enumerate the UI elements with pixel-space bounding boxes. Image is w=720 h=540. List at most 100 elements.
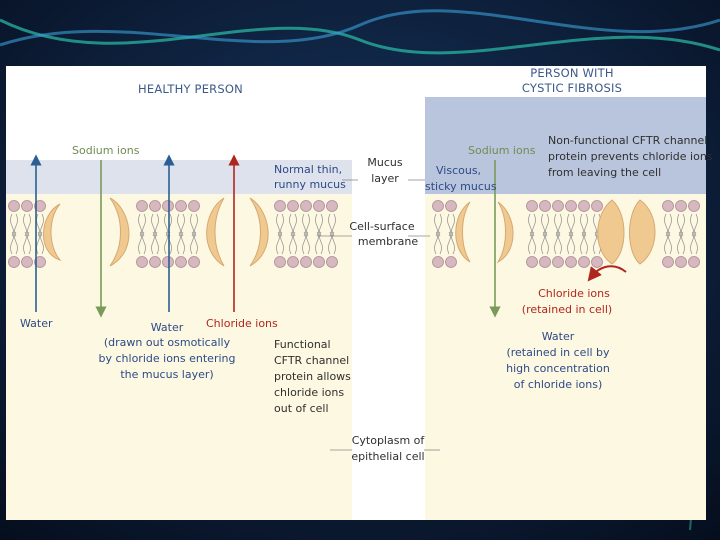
phospholipid-head [675, 256, 687, 268]
phospholipid-head [149, 256, 161, 268]
phospholipid-head [313, 200, 325, 212]
label-viscous-mucus: sticky mucus [425, 180, 497, 193]
phospholipid-head [432, 256, 444, 268]
label-sodium-ions-cf: Sodium ions [468, 144, 536, 157]
phospholipid-tail [190, 231, 198, 255]
phospholipid-tail [580, 231, 588, 255]
phospholipid-head [688, 256, 700, 268]
phospholipid-tail [302, 231, 310, 255]
phospholipid-head [287, 256, 299, 268]
dna-strand-decoration [0, 18, 720, 55]
label-water-note: (drawn out osmotically [104, 336, 231, 349]
phospholipid-head [188, 256, 200, 268]
phospholipid-tail [138, 231, 146, 255]
heading-cf-line2: CYSTIC FIBROSIS [522, 81, 622, 95]
cell-membrane-cf [432, 200, 700, 268]
phospholipid-tail [541, 231, 549, 255]
phospholipid-head [34, 200, 46, 212]
phospholipid-tail [10, 231, 18, 255]
phospholipid-head [300, 256, 312, 268]
label-mucus-layer: layer [371, 172, 399, 185]
label-water-retained: (retained in cell by [506, 346, 610, 359]
label-sodium-ions: Sodium ions [72, 144, 140, 157]
phospholipid-head [675, 200, 687, 212]
phospholipid-tail [664, 231, 672, 255]
label-water-mid: Water [151, 321, 184, 334]
phospholipid-head [21, 256, 33, 268]
label-cftr-functional: out of cell [274, 402, 329, 415]
phospholipid-head [445, 200, 457, 212]
phospholipid-head [445, 256, 457, 268]
label-nonfunctional-cftr: protein prevents chloride ions [548, 150, 713, 163]
cftr-protein-cf [455, 199, 656, 265]
label-cytoplasm: Cytoplasm of [352, 434, 426, 447]
label-cftr-functional: Functional [274, 338, 331, 351]
phospholipid-tail [315, 231, 323, 255]
phospholipid-head [565, 256, 577, 268]
label-nonfunctional-cftr: from leaving the cell [548, 166, 661, 179]
phospholipid-tail [23, 231, 31, 255]
label-mucus-layer: Mucus [367, 156, 402, 169]
label-water-retained: high concentration [506, 362, 610, 375]
healthy-cytoplasm [6, 160, 352, 520]
cf-cytoplasm [425, 194, 706, 520]
label-water-note: by chloride ions entering [99, 352, 236, 365]
healthy-mucus-layer [6, 160, 352, 194]
chloride-blocked-arrow [587, 265, 627, 282]
phospholipid-head [688, 200, 700, 212]
cftr-protein-healthy [43, 197, 269, 267]
phospholipid-head [552, 200, 564, 212]
label-mucus-line2: runny mucus [274, 178, 346, 191]
dna-strand-decoration [0, 9, 720, 47]
label-cell-surface-membrane: membrane [358, 235, 418, 248]
label-chloride-retained: Chloride ions [538, 287, 610, 300]
phospholipid-head [313, 256, 325, 268]
label-nonfunctional-cftr: Non-functional CFTR channel [548, 134, 707, 147]
phospholipid-tail [434, 231, 442, 255]
label-cftr-functional: protein allows [274, 370, 351, 383]
label-cell-surface-membrane: Cell-surface [349, 220, 414, 233]
label-cytoplasm: epithelial cell [351, 450, 424, 463]
cf-mucus-layer [425, 97, 706, 194]
phospholipid-head [662, 256, 674, 268]
label-chloride-retained: (retained in cell) [522, 303, 612, 316]
phospholipid-head [578, 200, 590, 212]
phospholipid-tail [151, 231, 159, 255]
phospholipid-tail [677, 231, 685, 255]
phospholipid-tail [554, 231, 562, 255]
phospholipid-head [326, 200, 338, 212]
phospholipid-head [136, 200, 148, 212]
phospholipid-tail [567, 231, 575, 255]
phospholipid-head [8, 200, 20, 212]
phospholipid-head [526, 200, 538, 212]
phospholipid-tail [328, 231, 336, 255]
label-water-retained: Water [542, 330, 575, 343]
phospholipid-head [526, 256, 538, 268]
phospholipid-head [274, 200, 286, 212]
label-chloride-ions: Chloride ions [206, 317, 278, 330]
label-viscous-mucus: Viscous, [436, 164, 481, 177]
phospholipid-head [274, 256, 286, 268]
phospholipid-head [188, 200, 200, 212]
phospholipid-head [326, 256, 338, 268]
phospholipid-tail [289, 231, 297, 255]
phospholipid-head [539, 200, 551, 212]
phospholipid-head [21, 200, 33, 212]
phospholipid-head [300, 200, 312, 212]
label-water-note: the mucus layer) [120, 368, 213, 381]
phospholipid-head [175, 256, 187, 268]
label-cftr-functional: CFTR channel [274, 354, 349, 367]
phospholipid-tail [276, 231, 284, 255]
phospholipid-head [175, 200, 187, 212]
phospholipid-head [591, 256, 603, 268]
heading-cf-line1: PERSON WITH [530, 66, 613, 80]
label-water-left: Water [20, 317, 53, 330]
phospholipid-head [162, 200, 174, 212]
phospholipid-head [578, 256, 590, 268]
phospholipid-head [552, 256, 564, 268]
phospholipid-head [136, 256, 148, 268]
phospholipid-head [149, 200, 161, 212]
phospholipid-tail [447, 231, 455, 255]
label-mucus-line1: Normal thin, [274, 163, 342, 176]
